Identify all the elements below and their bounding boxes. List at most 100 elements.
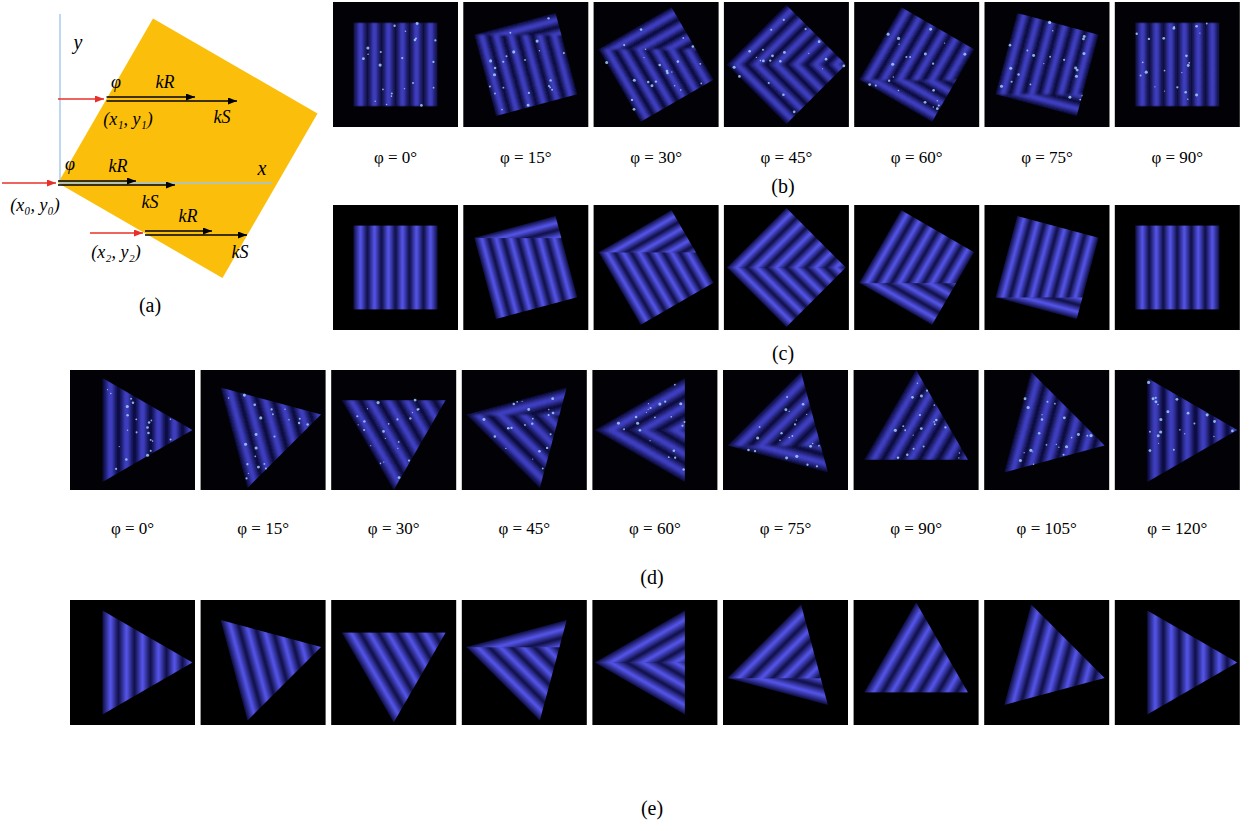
speckle [944,426,946,428]
speckle [1155,400,1158,403]
speckle [1213,420,1216,423]
speckle [509,32,511,34]
speckle [805,28,807,30]
speckle [1181,72,1182,73]
speckle [1046,401,1048,403]
speckle [1155,397,1157,399]
speckle [784,408,787,411]
speckle [502,87,504,89]
speckle [528,92,530,94]
wave-vector-arrow [145,230,212,231]
speckle [366,47,369,50]
speckle [658,403,661,406]
speckle [1017,73,1019,75]
speckle [1081,95,1082,96]
speckle [670,416,672,418]
fringe-field [990,22,1254,107]
speckle [1162,37,1165,40]
speckle [791,435,793,437]
speckle [146,454,149,457]
speckle [380,463,382,465]
speckle [1173,26,1175,28]
speckle [1027,406,1030,409]
wave-vector-label: kS [214,108,231,126]
speckle [170,438,172,440]
speckle [1147,381,1150,384]
speckle [245,477,247,479]
speckle [546,447,548,449]
wave-vector-arrow [107,100,238,101]
wave-vector-label: kR [156,73,175,91]
speckle [1149,431,1151,433]
speckle [902,425,904,427]
fringe-band [990,22,1254,107]
speckle [932,89,935,92]
speckle [1048,21,1051,24]
speckle [377,401,380,404]
speckle [482,418,485,421]
speckle [383,461,384,462]
speckle [146,426,149,429]
angle-label: φ = 60° [629,520,681,537]
speckle [681,425,683,427]
wave-vector-label: kS [142,193,159,211]
speckle [1038,432,1040,434]
speckle [397,448,398,449]
speckle [1009,44,1012,47]
speckle [489,86,491,88]
wave-vector-arrow [107,96,196,97]
speckle [550,433,552,435]
speckle [409,417,411,419]
speckle [521,401,522,402]
speckle [771,54,774,57]
speckle [806,464,808,466]
speckle [502,61,504,63]
speckle [152,440,154,442]
speckle [1026,50,1028,52]
speckle [1086,435,1088,437]
speckle [370,445,371,446]
fringe-field [990,610,1254,715]
speckle [374,100,376,102]
speckle [1179,429,1181,431]
speckle [284,409,285,410]
fringe-field [990,378,1254,483]
angle-label: φ = 105° [1017,520,1077,537]
speckle [897,457,898,458]
speckle [1175,398,1178,401]
speckle [643,57,644,58]
speckle [513,403,515,405]
speckle [489,59,492,62]
angle-label: φ = 0° [374,149,417,166]
angle-label: φ = 45° [498,520,550,537]
speckle [747,449,750,452]
speckle [512,50,515,53]
speckle [248,473,249,474]
speckle [501,109,503,111]
speckle [898,90,900,92]
speckle [1046,444,1048,446]
angle-label: φ = 15° [500,149,552,166]
speckle [679,402,682,405]
axis-label: x [258,158,267,178]
speckle [933,421,935,423]
sample-plate [58,19,318,279]
point-label: (x₁, y₁) [103,110,152,128]
incident-ray [58,98,104,99]
speckle [1187,64,1190,67]
speckle [633,79,636,82]
speckle [808,53,809,54]
speckle [1184,91,1187,94]
speckle-group [1000,21,1086,101]
speckle [756,436,759,439]
speckle [786,396,788,398]
speckle [682,468,684,470]
speckle-group [617,384,686,471]
speckle [1149,449,1152,452]
speckle [110,393,111,394]
speckle [1195,94,1198,97]
speckle [363,420,365,422]
speckle [531,422,533,424]
speckle [816,465,818,467]
speckle [510,427,512,429]
